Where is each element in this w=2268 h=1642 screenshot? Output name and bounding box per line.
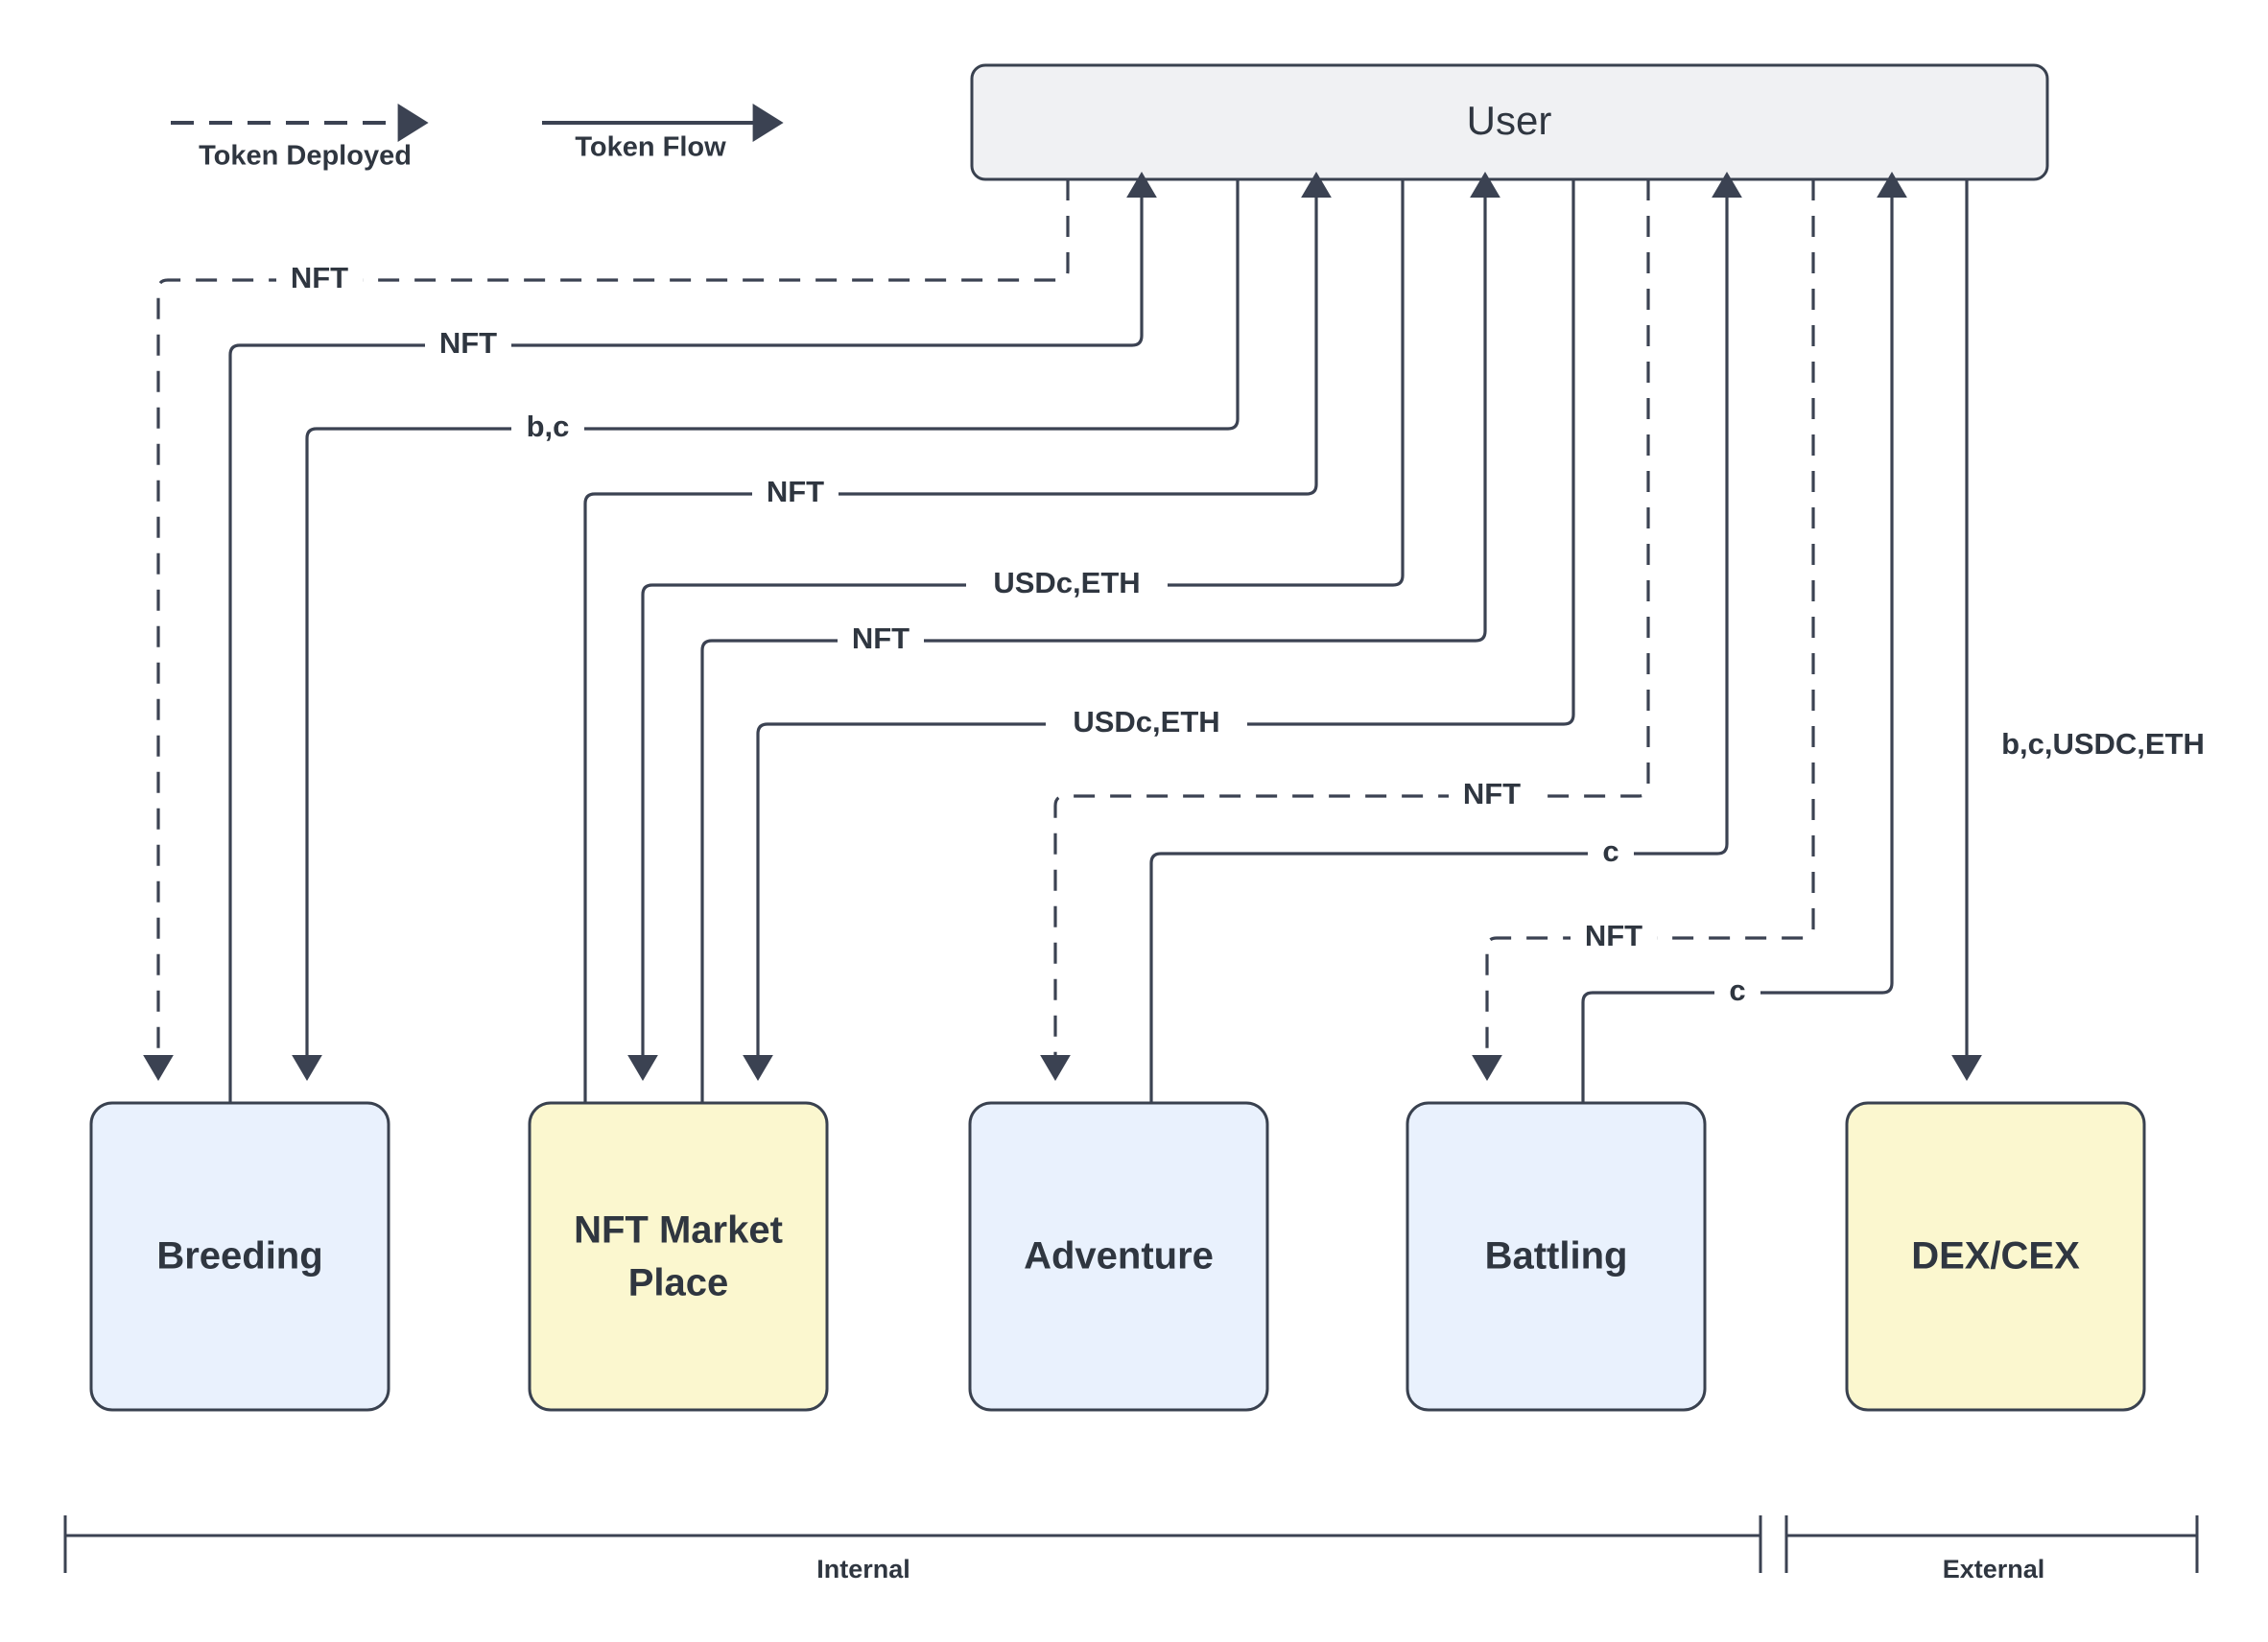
- edge-e6-path: [700, 172, 1500, 1103]
- edge-e12-label: b,c,USDC,ETH: [2001, 727, 2205, 761]
- edge-e10-label: NFT: [1585, 919, 1642, 952]
- edge-e7-label: USDc,ETH: [1073, 705, 1219, 739]
- edge-e9: c: [1149, 172, 1742, 1103]
- node-nft-market[interactable]: NFT Market Place: [528, 1101, 829, 1412]
- edge-e4-path: [583, 172, 1332, 1103]
- node-breeding[interactable]: Breeding: [89, 1101, 390, 1412]
- legend-item-token-deployed: Token Deployed: [171, 104, 429, 172]
- node-adventure[interactable]: Adventure: [968, 1101, 1269, 1412]
- nft-market-box[interactable]: [528, 1101, 829, 1412]
- bracket-external-shape: [1784, 1515, 2199, 1573]
- adventure-label: Adventure: [1024, 1235, 1214, 1278]
- edge-e6-label: NFT: [852, 622, 910, 655]
- edge-e3-label: b,c: [527, 410, 570, 443]
- edge-e10: NFT: [1472, 179, 1815, 1081]
- legend: Token Deployed Token Flow: [171, 104, 784, 172]
- edge-e1-path: [143, 179, 1070, 1081]
- bracket-external-label: External: [1943, 1555, 2045, 1583]
- edge-e1: NFT: [143, 179, 1070, 1081]
- edge-e8-path: [1040, 179, 1650, 1081]
- legend-label-token-flow: Token Flow: [575, 132, 726, 163]
- dex-cex-label: DEX/CEX: [1911, 1235, 2080, 1278]
- edge-e2-path: [228, 172, 1157, 1103]
- edge-e2-label: NFT: [439, 326, 497, 360]
- edge-e4: NFT: [583, 172, 1332, 1103]
- adventure-box[interactable]: [968, 1101, 1269, 1412]
- bracket-internal-label: Internal: [816, 1555, 910, 1583]
- edge-e2: NFT: [228, 172, 1157, 1103]
- edge-e11-label-bg: [1714, 973, 1760, 1012]
- edge-e11-label: c: [1729, 973, 1745, 1007]
- edge-e12: b,c,USDC,ETH: [1950, 179, 2205, 1081]
- user-label: User: [1467, 98, 1552, 143]
- breeding-box[interactable]: [89, 1101, 390, 1412]
- edge-e3-path: [292, 179, 1240, 1081]
- bracket-internal-shape: [63, 1515, 1762, 1573]
- legend-label-token-deployed: Token Deployed: [199, 141, 412, 172]
- edge-e3-label-bg: [511, 410, 584, 448]
- edge-e9-path: [1149, 172, 1742, 1103]
- edge-e5: USDc,ETH: [627, 179, 1405, 1081]
- edge-e10-label-bg: [1571, 919, 1657, 957]
- edge-e7-label-bg: [1046, 705, 1247, 743]
- edge-e6-label-bg: [838, 622, 924, 660]
- battling-label: Battling: [1485, 1235, 1628, 1278]
- edge-e11: c: [1581, 172, 1907, 1103]
- edge-e3: b,c: [292, 179, 1240, 1081]
- edge-e5-label: USDc,ETH: [993, 566, 1140, 599]
- edge-e4-label: NFT: [767, 475, 824, 508]
- edge-e6: NFT: [700, 172, 1500, 1103]
- edge-e8: NFT: [1040, 179, 1650, 1081]
- edge-e9-label-bg: [1588, 834, 1634, 873]
- battling-box[interactable]: [1406, 1101, 1707, 1412]
- user-box[interactable]: [970, 63, 2049, 181]
- edge-e5-label-bg: [966, 566, 1168, 604]
- edge-e1-label: NFT: [291, 261, 348, 294]
- nft-market-label-line2: Place: [628, 1262, 729, 1304]
- edge-e8-label: NFT: [1463, 777, 1521, 810]
- legend-item-token-flow: Token Flow: [542, 104, 784, 163]
- nft-market-label-line1: NFT Market: [574, 1209, 783, 1252]
- breeding-label: Breeding: [156, 1235, 322, 1278]
- node-dex-cex[interactable]: DEX/CEX: [1845, 1101, 2146, 1412]
- node-battling[interactable]: Battling: [1406, 1101, 1707, 1412]
- node-user[interactable]: User: [970, 63, 2049, 181]
- edge-e1-label-bg: [276, 261, 363, 299]
- dex-cex-box[interactable]: [1845, 1101, 2146, 1412]
- edge-e11-path: [1581, 172, 1907, 1103]
- bracket-internal: Internal: [63, 1515, 1762, 1583]
- bracket-external: External: [1784, 1515, 2199, 1583]
- edge-e8-label-bg: [1449, 777, 1535, 815]
- edge-e7: USDc,ETH: [743, 179, 1575, 1081]
- edge-e4-label-bg: [752, 475, 839, 513]
- edge-e2-label-bg: [425, 326, 511, 364]
- edge-e9-label: c: [1602, 834, 1618, 868]
